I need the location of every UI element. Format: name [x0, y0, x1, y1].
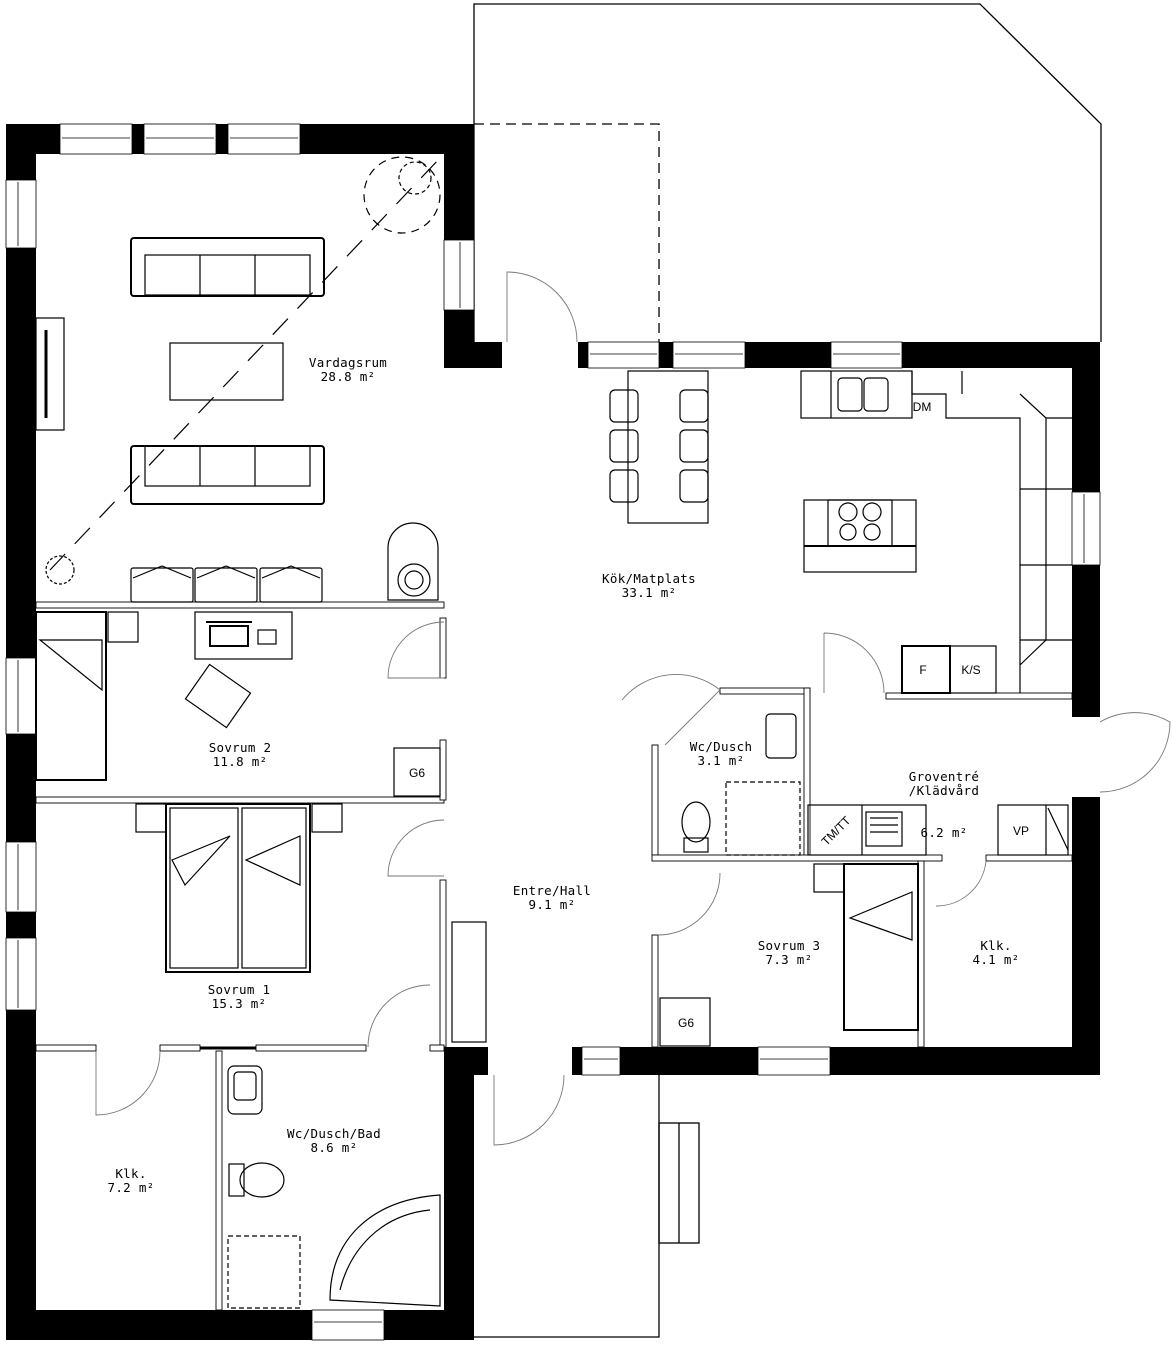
room-label-vardagsrum: Vardagsrum 28.8 m²	[309, 356, 387, 384]
room-name: Groventré /Klädvård	[908, 769, 980, 798]
room-name: Vardagsrum	[308, 355, 388, 370]
furniture	[35, 156, 1072, 1309]
room-label-wc-dusch: Wc/Dusch 3.1 m²	[690, 740, 753, 768]
room-area: 11.8 m²	[212, 754, 268, 769]
fixture-fridge-freezer-label: K/S	[961, 663, 981, 677]
room-area: 33.1 m²	[621, 585, 677, 600]
room-label-sovrum-1: Sovrum 1 15.3 m²	[208, 983, 271, 1011]
fixture-wardrobe-g6-label: G6	[677, 1016, 695, 1030]
room-name: Entre/Hall	[512, 883, 592, 898]
room-area: 7.2 m²	[107, 1180, 155, 1195]
fixture-wardrobe-g6-label: G6	[408, 766, 426, 780]
room-label-groventre: Groventré /Klädvård 6.2 m²	[909, 742, 979, 854]
room-label-sovrum-3: Sovrum 3 7.3 m²	[758, 939, 821, 967]
room-name: Sovrum 3	[757, 938, 821, 953]
porch-outline	[474, 1075, 660, 1338]
room-label-entre-hall: Entre/Hall 9.1 m²	[513, 884, 591, 912]
outer-walls	[6, 124, 1100, 1340]
room-area: 8.6 m²	[310, 1140, 358, 1155]
room-area: 4.1 m²	[972, 952, 1020, 967]
room-name: Klk.	[980, 938, 1012, 953]
room-label-klk-left: Klk. 7.2 m²	[108, 1167, 155, 1195]
roof-overhang-dashed	[474, 123, 660, 342]
room-area: 6.2 m²	[920, 825, 968, 840]
fixture-fridge-label: F	[919, 663, 927, 677]
room-name: Sovrum 2	[208, 740, 272, 755]
interior-walls	[35, 601, 1073, 1311]
room-area: 15.3 m²	[211, 996, 267, 1011]
windows	[5, 123, 1101, 1341]
room-name: Wc/Dusch	[689, 739, 753, 754]
room-label-kok-matplats: Kök/Matplats 33.1 m²	[602, 572, 696, 600]
doors	[95, 271, 1171, 1146]
terrace-outline	[473, 3, 1102, 342]
room-area: 28.8 m²	[320, 369, 376, 384]
room-area: 3.1 m²	[697, 753, 745, 768]
room-name: Sovrum 1	[207, 982, 271, 997]
room-label-klk-right: Klk. 4.1 m²	[973, 939, 1020, 967]
fixture-heat-pump-label: VP	[1012, 824, 1030, 838]
room-label-wc-dusch-bad: Wc/Dusch/Bad 8.6 m²	[287, 1127, 381, 1155]
room-name: Wc/Dusch/Bad	[287, 1126, 381, 1141]
room-name: Kök/Matplats	[602, 571, 696, 586]
fixture-dishwasher-label: DM	[912, 400, 932, 414]
room-area: 7.3 m²	[765, 952, 813, 967]
room-label-sovrum-2: Sovrum 2 11.8 m²	[209, 741, 272, 769]
room-area: 9.1 m²	[528, 897, 576, 912]
room-name: Klk.	[115, 1166, 147, 1181]
